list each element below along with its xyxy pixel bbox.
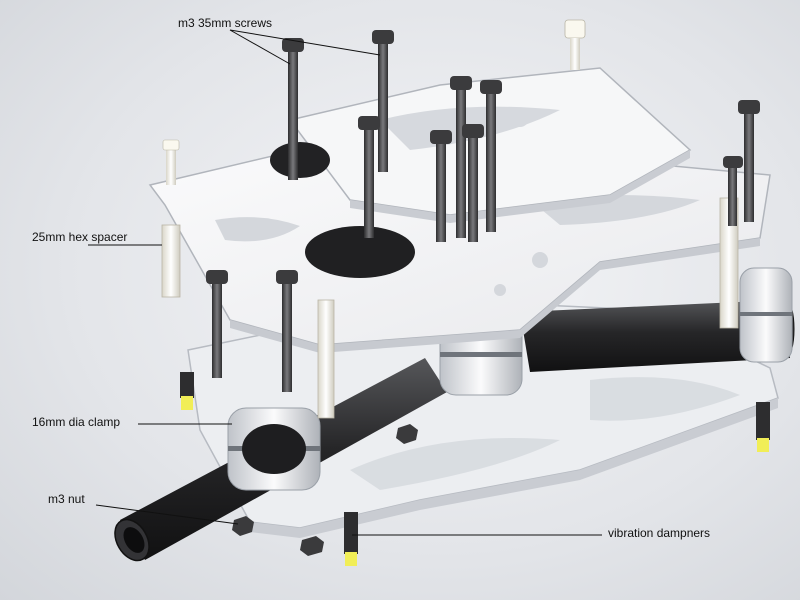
m3-screw: [372, 30, 394, 172]
leader-lines: [88, 29, 602, 536]
hex-spacer: [317, 299, 335, 419]
tube-clamp-front: [227, 407, 321, 491]
m3-screw: [738, 100, 760, 222]
label-m3-nut: m3 nut: [48, 492, 85, 506]
m3-screw: [358, 116, 380, 238]
vibration-dampner: [756, 402, 770, 452]
m3-screw: [462, 124, 484, 242]
leader-line-nut: [95, 504, 239, 525]
tube-clamp-right: [739, 267, 793, 363]
label-16mm-dia-clamp: 16mm dia clamp: [32, 415, 121, 429]
m3-nuts: [232, 424, 418, 556]
leader-line-screws-b: [229, 29, 381, 56]
vibration-dampner: [180, 372, 194, 410]
label-25mm-hex-spacer: 25mm hex spacer: [32, 230, 128, 244]
m3-screw: [450, 76, 472, 238]
m3-screw: [206, 270, 228, 378]
m3-screw: [276, 270, 298, 392]
label-m3-35mm-screws: m3 35mm screws: [178, 16, 273, 30]
m3-nut: [396, 424, 418, 444]
leader-line-screws-a: [229, 29, 291, 65]
m3-screw: [430, 130, 452, 242]
vibration-dampner: [344, 512, 358, 566]
hex-spacers: [161, 19, 739, 419]
m3-nut: [300, 536, 324, 556]
hex-spacer: [564, 19, 586, 70]
m3-screw: [723, 156, 743, 226]
m3-screw: [480, 80, 502, 232]
label-vibration-dampners: vibration dampners: [608, 526, 711, 540]
m3-nut: [232, 516, 254, 536]
hex-spacer: [161, 139, 181, 298]
vibration-dampners: [180, 372, 770, 566]
